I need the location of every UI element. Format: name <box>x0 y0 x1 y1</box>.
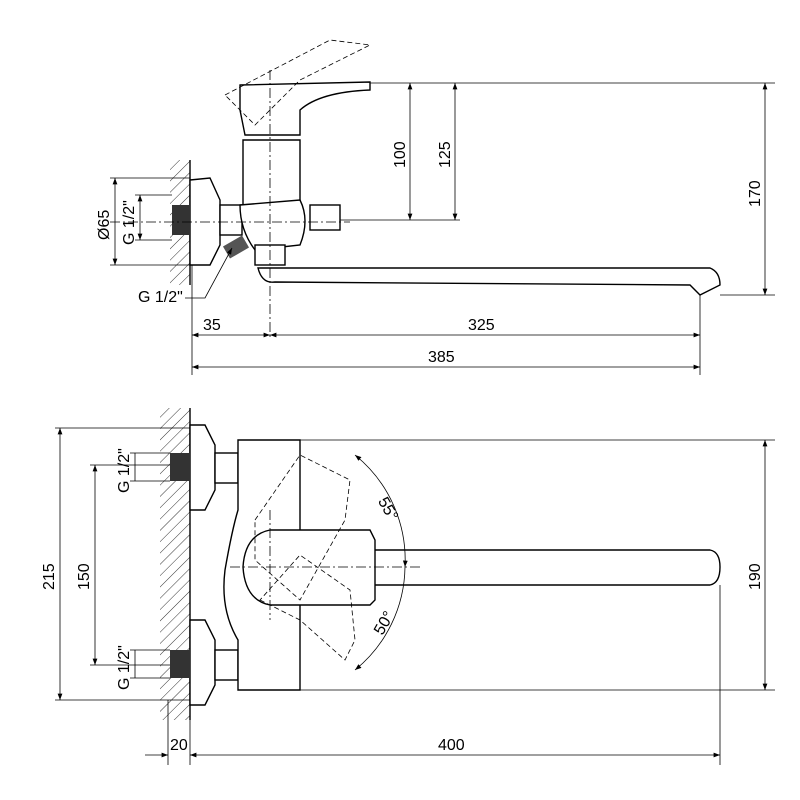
spout <box>257 267 721 296</box>
dim-170: 170 <box>747 180 764 207</box>
dim-190: 190 <box>747 563 764 590</box>
mixer-body <box>242 139 301 206</box>
dim-100: 100 <box>392 141 409 168</box>
dim-150: 150 <box>76 563 93 590</box>
lever-raised-outline <box>224 39 372 126</box>
dim-125: 125 <box>437 141 454 168</box>
lever-handle <box>242 529 376 606</box>
thread-inlet <box>172 205 190 235</box>
dim-thread: G 1/2" <box>121 200 138 245</box>
dim-400: 400 <box>438 737 465 754</box>
thread-lower: G 1/2" <box>116 645 133 690</box>
side-view <box>110 39 775 375</box>
dim-325: 325 <box>468 317 495 334</box>
lever-handle <box>239 81 371 136</box>
dim-35: 35 <box>203 317 221 334</box>
thread-callout: G 1/2" <box>138 289 183 306</box>
dim-diameter: Ø65 <box>96 209 113 240</box>
spout <box>369 549 721 586</box>
dim-215: 215 <box>41 563 58 590</box>
dim-385: 385 <box>428 349 455 366</box>
top-view <box>55 408 775 765</box>
thread-upper: G 1/2" <box>116 448 133 493</box>
dim-20: 20 <box>170 737 188 754</box>
wall-flange <box>189 177 221 266</box>
